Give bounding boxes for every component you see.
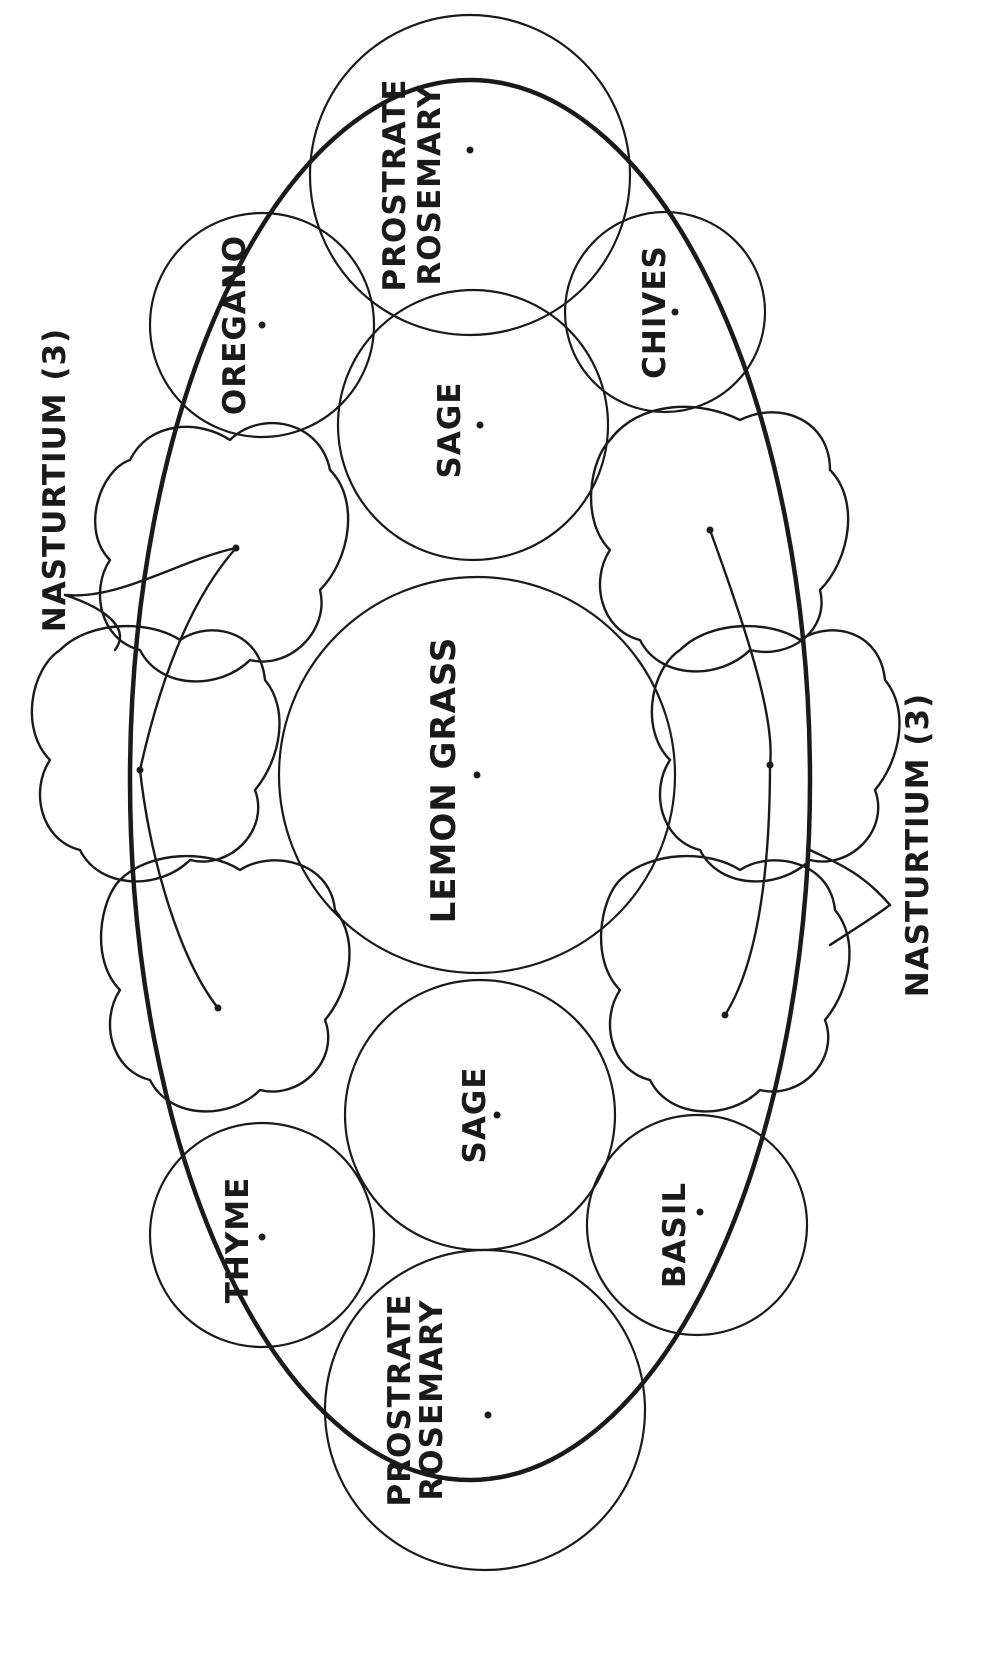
thyme-label: THYME (220, 1177, 256, 1304)
nasturtium-clump-left-lower (99, 854, 351, 1113)
nasturtium-clump-left-upper (93, 421, 350, 683)
chives-circle (563, 210, 767, 414)
nasturtium-callout-right: NASTURTIUM (3) (900, 693, 936, 997)
center-dot (473, 771, 481, 779)
leader-line-right (828, 903, 892, 947)
sage-bottom-label: SAGE (457, 1067, 493, 1164)
oregano-circle (148, 211, 376, 439)
leader-line-right (723, 763, 772, 1017)
oregano-label: OREGANO (217, 235, 253, 415)
center-dot (258, 1233, 266, 1241)
center-dot (476, 421, 484, 429)
chives-label: CHIVES (637, 245, 673, 379)
center-dot (484, 1411, 492, 1419)
basil-label: BASIL (657, 1182, 693, 1288)
center-dot (671, 308, 679, 316)
basil-circle (585, 1113, 809, 1337)
lemon-grass-circle (277, 575, 677, 975)
nasturtium-clump-right-lower (599, 854, 851, 1113)
center-dot (258, 321, 266, 329)
nasturtium-clump-left-middle (30, 624, 281, 883)
thyme-circle (148, 1121, 376, 1349)
lemon-grass-label: LEMON GRASS (424, 637, 464, 924)
nasturtium-clump-right-middle (650, 624, 901, 883)
center-dot (466, 146, 474, 154)
sage-top-circle (336, 288, 610, 562)
leader-line-left-long (138, 546, 238, 772)
leader-line-right (808, 848, 892, 907)
label-line: PROSTRATE (382, 1293, 418, 1506)
leader-line-left (63, 546, 238, 597)
nasturtium-clump-right-upper (589, 405, 850, 673)
prostrate-rosemary-bottom-label: PROSTRATE ROSEMARY (382, 1293, 450, 1506)
prostrate-rosemary-top-circle (308, 13, 632, 337)
leader-line-left-long (138, 768, 220, 1010)
leader-line-left (63, 593, 121, 652)
label-line: PROSTRATE (377, 78, 413, 291)
prostrate-rosemary-top-label: PROSTRATE ROSEMARY (377, 78, 448, 291)
leader-line-right (708, 528, 772, 767)
label-line: ROSEMARY (414, 1299, 450, 1500)
sage-top-label: SAGE (432, 382, 468, 479)
center-dot (696, 1208, 704, 1216)
prostrate-rosemary-bottom-circle (323, 1248, 647, 1572)
center-dot (493, 1111, 501, 1119)
garden-bed-outline (127, 77, 813, 1483)
nasturtium-callout-left: NASTURTIUM (3) (37, 328, 73, 632)
label-line: ROSEMARY (412, 84, 448, 285)
